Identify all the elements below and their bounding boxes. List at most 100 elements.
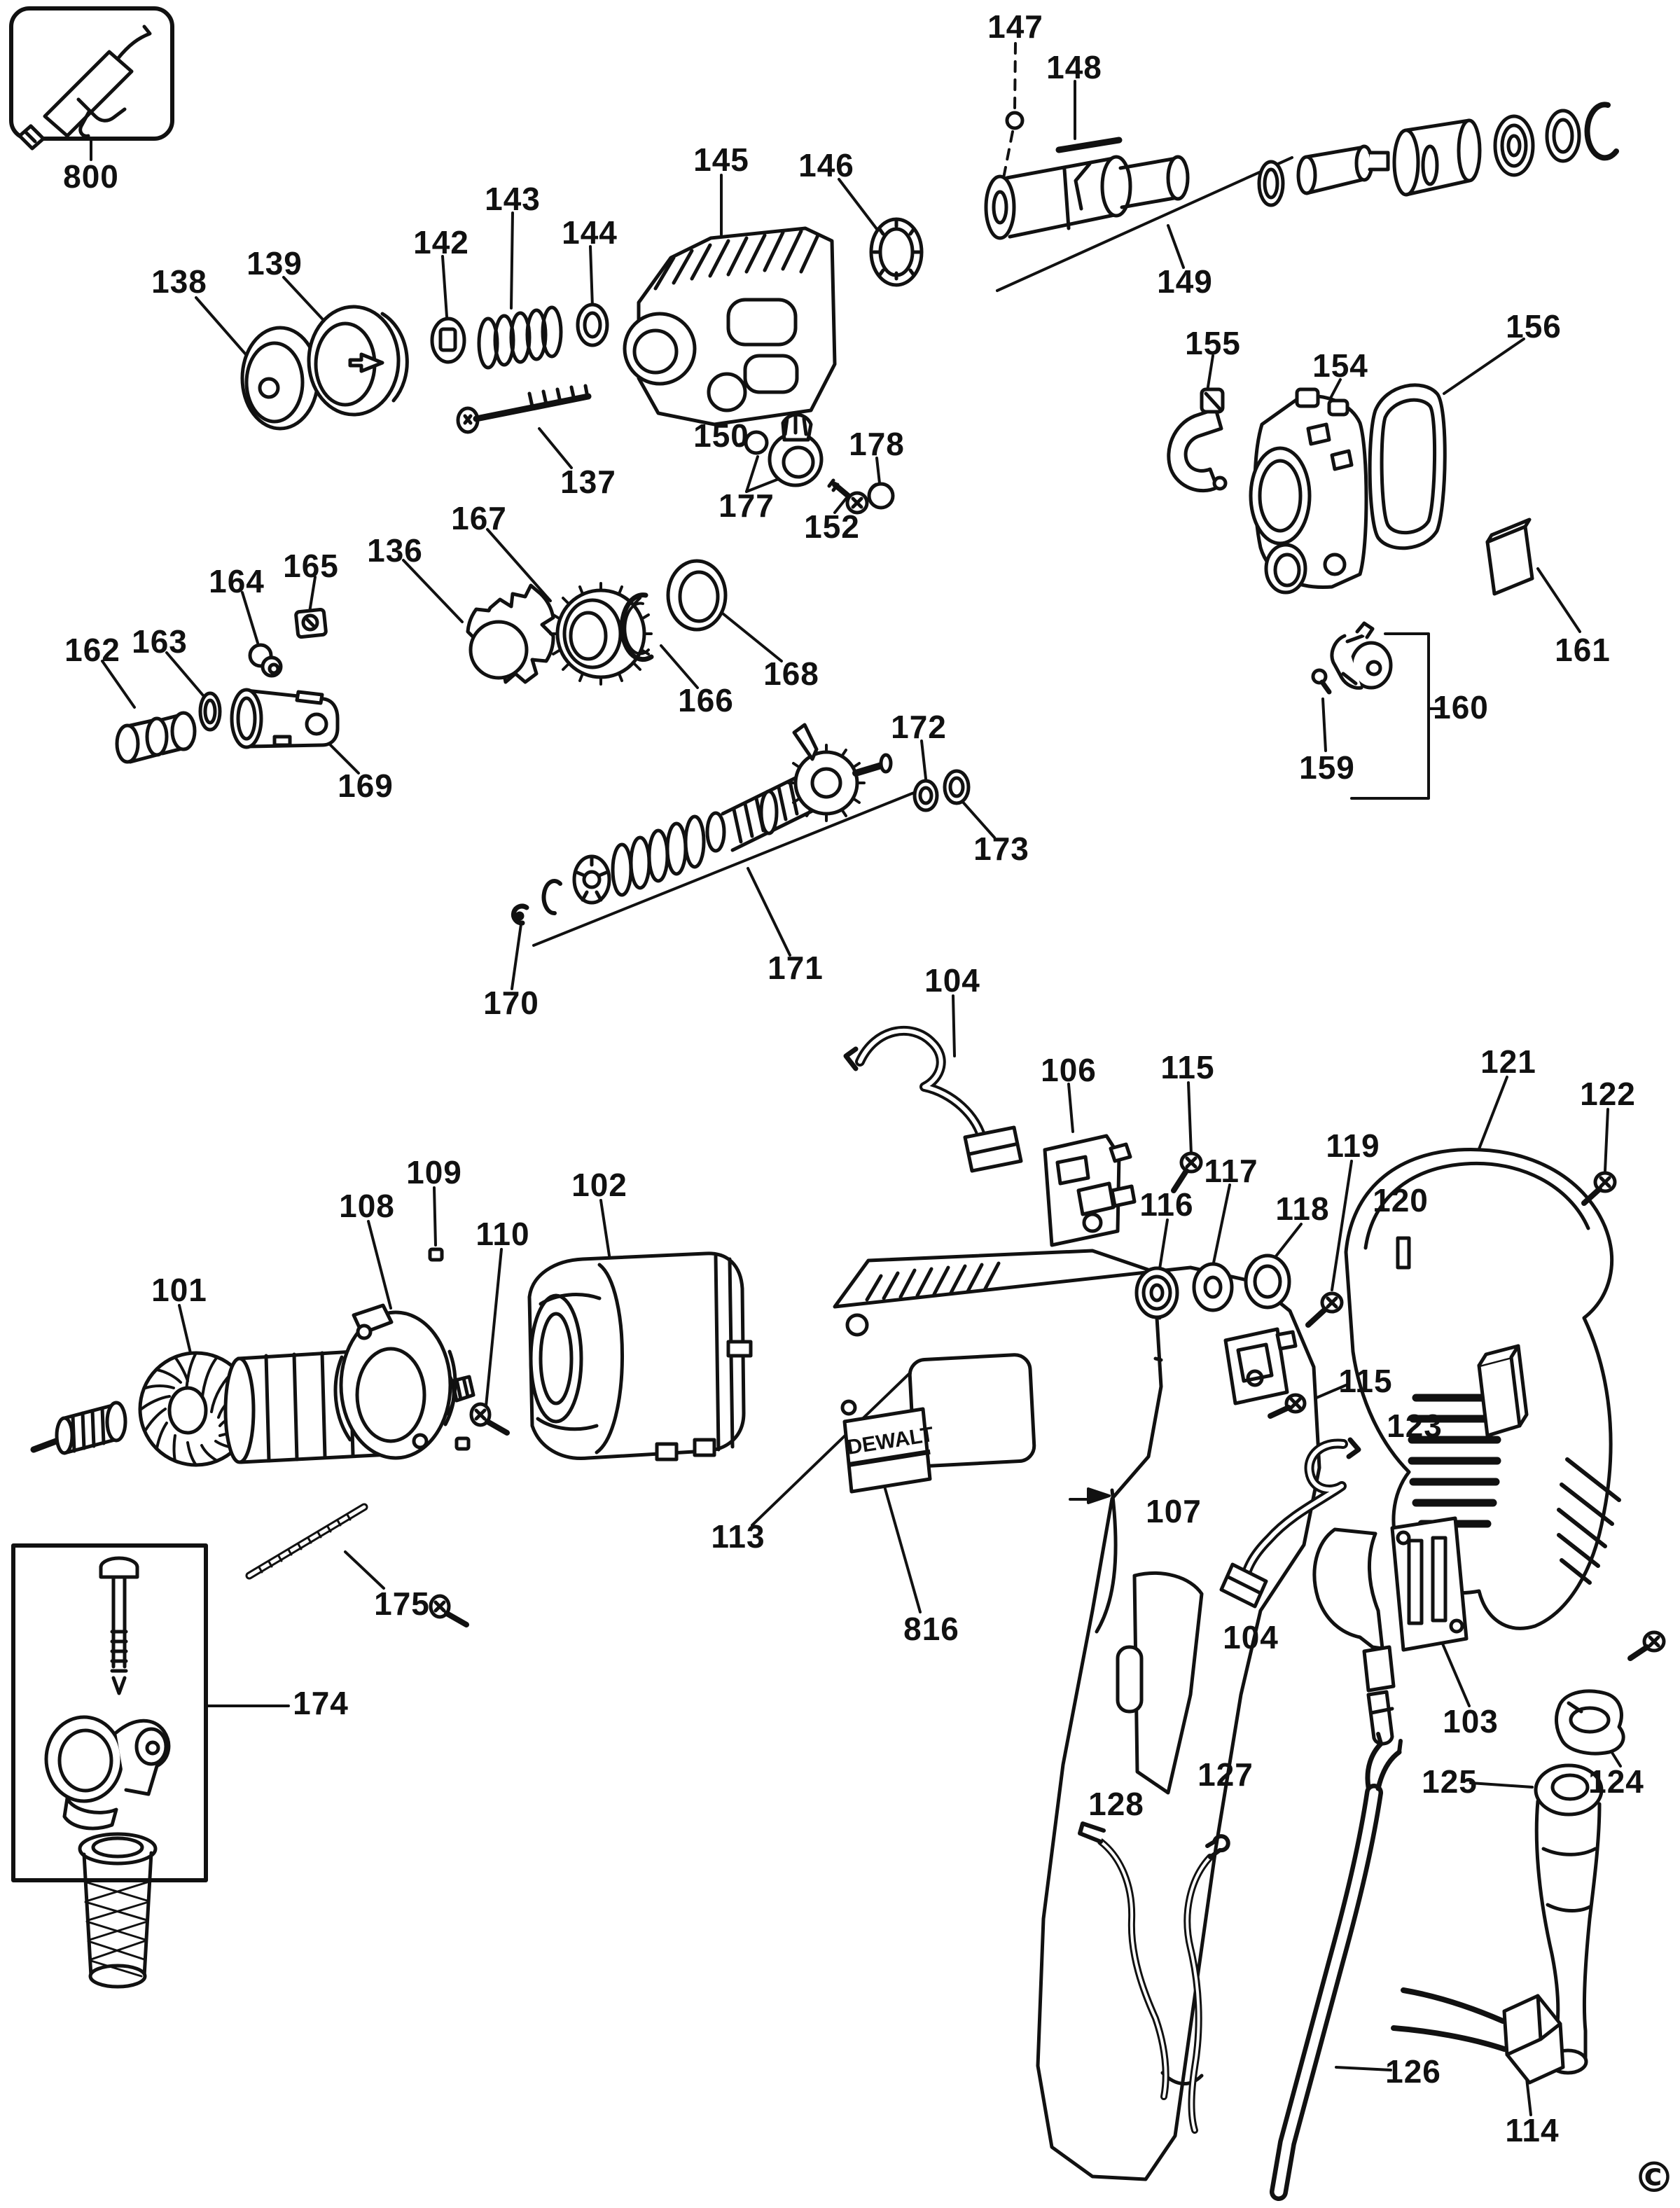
part-102-field (527, 1251, 753, 1461)
part-171-shaft-assembly (532, 723, 919, 947)
part-label-124: 124 (1588, 1763, 1644, 1800)
part-138-cap (240, 326, 320, 431)
part-174-side-handle-kit (11, 1543, 208, 1989)
part-159-screw (1311, 668, 1332, 695)
part-170-e-ring (511, 903, 529, 926)
part-label-101: 101 (151, 1272, 207, 1308)
part-label-126: 126 (1385, 2053, 1441, 2090)
part-label-104: 104 (924, 962, 980, 999)
part-label-167: 167 (451, 500, 507, 536)
part-146-ring (869, 217, 924, 287)
part-107-brush-holder (1223, 1327, 1298, 1405)
part-119-screw (1305, 1291, 1344, 1328)
part-label-113: 113 (711, 1518, 765, 1555)
part-142-washer (430, 317, 466, 364)
part-label-146: 146 (798, 147, 854, 183)
part-165-nut (294, 608, 328, 639)
part-116-bearing (1134, 1266, 1179, 1319)
part-label-103: 103 (1443, 1703, 1499, 1740)
part-106-brush-holder (1043, 1134, 1137, 1247)
part-label-117: 117 (1204, 1153, 1258, 1189)
part-118-felt-ring (1244, 1254, 1291, 1310)
part-143-spring (477, 305, 563, 370)
part-149-spindle-assembly (984, 102, 1619, 240)
part-label-144: 144 (562, 214, 618, 251)
part-155-clamp (1167, 387, 1228, 493)
part-108-baffle (333, 1303, 457, 1460)
part-label-147: 147 (987, 8, 1043, 45)
part-label-816: 816 (903, 1611, 959, 1647)
part-124-cord-clamp (1555, 1689, 1625, 1756)
grease-gun-icon (18, 25, 152, 151)
part-103-switch (1312, 1516, 1469, 1746)
part-label-128: 128 (1088, 1786, 1144, 1822)
part-109-brush-caps (428, 1247, 471, 1451)
part-label-139: 139 (247, 245, 303, 282)
part-label-156: 156 (1506, 308, 1562, 345)
part-152-screw (827, 478, 869, 515)
part-label-137: 137 (560, 464, 616, 500)
part-115-screw-upper (1171, 1151, 1203, 1193)
part-122-screw (1581, 1171, 1617, 1206)
part-label-155: 155 (1185, 325, 1241, 361)
part-label-138: 138 (151, 263, 207, 300)
part-162-striker (115, 711, 197, 764)
part-label-154: 154 (1312, 347, 1368, 384)
part-label-168: 168 (763, 655, 819, 692)
part-label-169: 169 (338, 768, 394, 804)
copyright-symbol: © (1633, 2153, 1675, 2202)
part-115-screw-lower (1268, 1393, 1307, 1419)
part-label-118: 118 (1275, 1190, 1330, 1227)
part-label-164: 164 (209, 563, 265, 599)
part-144-washer (576, 303, 609, 347)
part-104-lead-wire-lower (1219, 1437, 1361, 1609)
part-label-172: 172 (891, 709, 947, 745)
part-161-pad (1485, 518, 1534, 596)
part-117-washer (1192, 1262, 1234, 1312)
part-114-terminal-block (1391, 1987, 1565, 2085)
part-label-173: 173 (973, 831, 1029, 867)
part-label-166: 166 (678, 682, 734, 718)
part-167-bearing-gear (549, 582, 653, 686)
part-110-screws (429, 1402, 510, 1627)
part-label-165: 165 (283, 548, 339, 584)
part-label-110: 110 (475, 1216, 530, 1252)
part-label-149: 149 (1157, 263, 1213, 300)
part-160-detent-pin (1330, 621, 1444, 800)
part-label-106: 106 (1041, 1052, 1097, 1088)
part-148-pin (1055, 137, 1123, 153)
part-label-160: 160 (1433, 689, 1489, 725)
part-label-115: 115 (1338, 1363, 1393, 1399)
part-label-159: 159 (1299, 749, 1355, 786)
part-126-power-cord (1270, 1732, 1403, 2201)
part-label-123: 123 (1387, 1408, 1443, 1444)
part-label-800: 800 (63, 158, 119, 195)
part-125-cord-guard (1534, 1763, 1604, 2075)
part-label-178: 178 (849, 426, 905, 462)
part-166-snap-ring (619, 592, 654, 662)
part-177-knob (768, 412, 824, 487)
part-label-171: 171 (768, 950, 824, 986)
part-label-127: 127 (1197, 1756, 1254, 1793)
part-816-label-sticker (842, 1407, 932, 1494)
part-label-136: 136 (367, 532, 423, 569)
part-139-chuck-collar (307, 305, 409, 417)
part-label-148: 148 (1046, 49, 1102, 85)
part-164-roller (248, 643, 283, 678)
part-label-174: 174 (293, 1685, 349, 1721)
part-label-116: 116 (1139, 1186, 1194, 1223)
part-label-120: 120 (1373, 1182, 1429, 1218)
part-label-142: 142 (413, 224, 469, 261)
part-172-washers (912, 769, 971, 812)
part-168-ring (666, 559, 728, 632)
part-136-ratchet-ring (466, 583, 555, 684)
part-label-152: 152 (804, 508, 860, 545)
part-label-163: 163 (132, 623, 188, 660)
part-label-109: 109 (406, 1154, 462, 1190)
part-label-175: 175 (374, 1585, 430, 1622)
part-156-gasket (1368, 383, 1447, 550)
part-label-114: 114 (1505, 2112, 1560, 2148)
accessory-box-800 (9, 6, 174, 151)
